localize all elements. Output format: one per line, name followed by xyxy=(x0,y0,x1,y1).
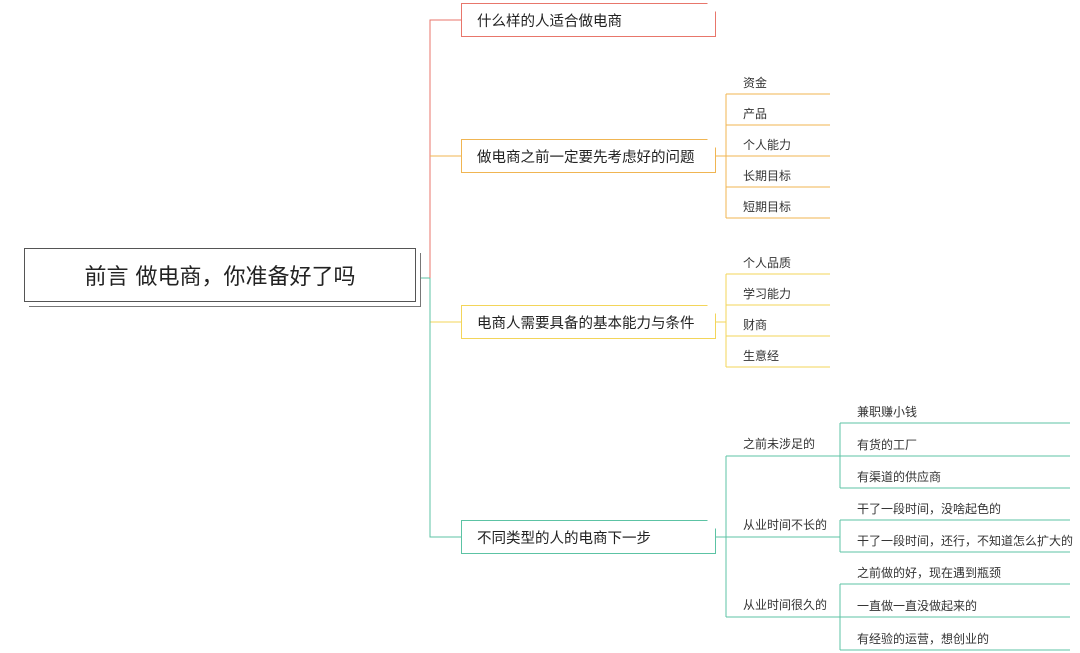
leaf-item[interactable]: 生意经 xyxy=(743,349,780,363)
leaf-item[interactable]: 学习能力 xyxy=(743,287,792,301)
subtopic-item[interactable]: 从业时间很久的 xyxy=(743,598,828,612)
topic-label: 电商人需要具备的基本能力与条件 xyxy=(477,315,695,332)
leaf-item[interactable]: 一直做一直没做起来的 xyxy=(857,599,978,613)
fold-corner-icon xyxy=(707,520,716,529)
leaf-item[interactable]: 长期目标 xyxy=(743,169,792,183)
topic-suitable-people[interactable]: 什么样的人适合做电商 xyxy=(461,3,716,37)
branch-2-tree xyxy=(716,93,830,219)
topic-questions-before-start[interactable]: 做电商之前一定要先考虑好的问题 xyxy=(461,139,716,173)
branch-4-connector xyxy=(429,278,461,538)
fold-corner-icon xyxy=(707,3,716,12)
topic-next-steps[interactable]: 不同类型的人的电商下一步 xyxy=(461,520,716,554)
leaf-item[interactable]: 兼职赚小钱 xyxy=(857,405,918,419)
leaf-item[interactable]: 资金 xyxy=(743,76,768,90)
leaf-item[interactable]: 产品 xyxy=(743,107,768,121)
subtopic-item[interactable]: 从业时间不长的 xyxy=(743,518,828,532)
root-topic[interactable]: 前言 做电商，你准备好了吗 xyxy=(24,248,416,302)
branch-3-tree xyxy=(716,273,830,368)
leaf-item[interactable]: 干了一段时间，没啥起色的 xyxy=(857,502,1002,516)
root-topic-label: 前言 做电商，你准备好了吗 xyxy=(84,265,356,290)
leaf-item[interactable]: 短期目标 xyxy=(743,200,792,214)
leaf-item[interactable]: 之前做的好，现在遇到瓶颈 xyxy=(857,566,1002,580)
leaf-item[interactable]: 干了一段时间，还行，不知道怎么扩大的 xyxy=(857,534,1074,548)
branch-3-connector xyxy=(429,278,461,323)
fold-corner-icon xyxy=(707,305,716,314)
leaf-item[interactable]: 有经验的运营，想创业的 xyxy=(857,632,990,646)
topic-label: 什么样的人适合做电商 xyxy=(477,13,622,30)
topic-label: 做电商之前一定要先考虑好的问题 xyxy=(477,149,695,166)
topic-basic-abilities[interactable]: 电商人需要具备的基本能力与条件 xyxy=(461,305,716,339)
leaf-item[interactable]: 个人品质 xyxy=(743,256,792,270)
fold-corner-icon xyxy=(707,139,716,148)
leaf-item[interactable]: 财商 xyxy=(743,318,768,332)
branch-1-connector xyxy=(429,19,461,278)
leaf-item[interactable]: 有渠道的供应商 xyxy=(857,470,942,484)
topic-label: 不同类型的人的电商下一步 xyxy=(477,530,651,547)
leaf-item[interactable]: 个人能力 xyxy=(743,138,792,152)
leaf-item[interactable]: 有货的工厂 xyxy=(857,438,918,452)
subtopic-item[interactable]: 之前未涉足的 xyxy=(743,437,816,451)
branch-4-tree xyxy=(716,422,1070,651)
